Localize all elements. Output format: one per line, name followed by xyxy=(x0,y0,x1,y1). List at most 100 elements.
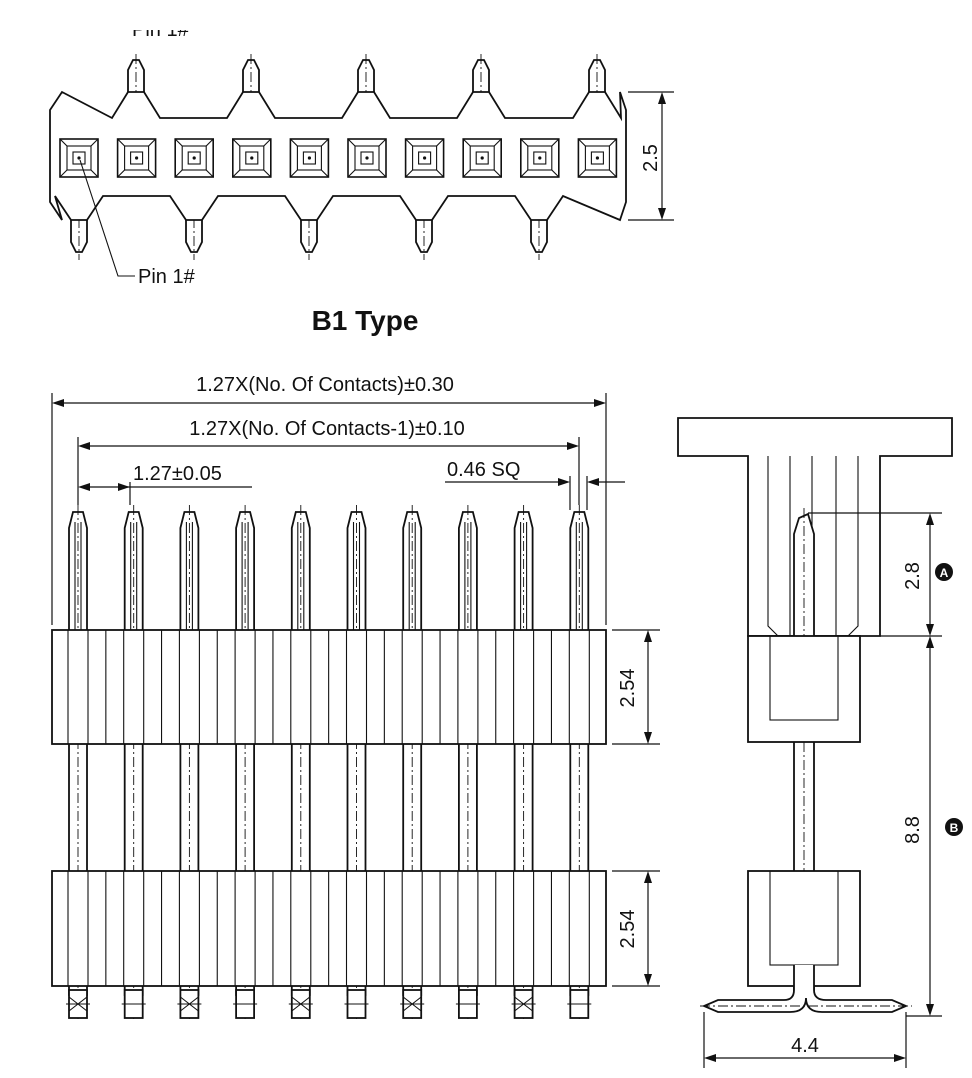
pad-center-dot xyxy=(135,156,139,160)
pad-bevel xyxy=(232,169,241,178)
pad-inner xyxy=(296,145,322,171)
contact-pad xyxy=(462,138,503,178)
pad-inner xyxy=(527,145,553,171)
height-dimension: 2.5 xyxy=(628,91,674,221)
pad-center-dot xyxy=(77,156,81,160)
side-upper-block xyxy=(747,635,861,743)
badge-b-letter: B xyxy=(950,821,959,835)
dim-a-value: 2.8 xyxy=(902,562,924,590)
pad-bevel xyxy=(493,169,502,178)
pad-inner xyxy=(354,145,380,171)
contact-pad xyxy=(577,138,618,178)
pad-bevel xyxy=(148,169,156,178)
pad-bevel xyxy=(59,138,68,147)
contact-pad xyxy=(59,138,99,178)
pad-bevel xyxy=(263,169,272,178)
lower-housing-dimension: 2.54 xyxy=(612,870,660,987)
pad-bevel xyxy=(578,138,586,147)
pad-bevel xyxy=(378,169,387,178)
pad-bevel xyxy=(347,169,356,178)
pad-bevel xyxy=(205,169,214,178)
pad-bevel xyxy=(117,138,125,147)
pad-bevel xyxy=(551,169,560,178)
pad-core xyxy=(245,151,259,165)
dim-a: 2.8 A xyxy=(808,512,953,637)
pad-inner xyxy=(181,145,207,171)
pad-center-dot xyxy=(250,156,254,160)
pad-bevel xyxy=(405,169,413,178)
overall-dimension: 1.27X(No. Of Contacts)±0.30 xyxy=(51,374,607,625)
contact-pad xyxy=(116,138,157,178)
pad-center-dot xyxy=(595,156,600,160)
pad-core xyxy=(533,151,547,165)
badge-a xyxy=(935,563,953,581)
front-housings xyxy=(51,629,607,987)
dim-b: 8.8 B xyxy=(902,636,963,1017)
pad-bevel xyxy=(117,169,125,178)
pad-inner xyxy=(239,145,265,171)
pad-bevel xyxy=(520,169,529,178)
badge-b xyxy=(945,818,963,836)
pad-bevel xyxy=(205,138,214,147)
pad-bevel xyxy=(263,138,272,147)
pad-inner xyxy=(66,145,92,171)
pad-bevel xyxy=(290,138,298,147)
pad-bevel xyxy=(321,138,329,147)
width-value: 4.4 xyxy=(791,1035,819,1057)
pad-bevel xyxy=(493,138,502,147)
pad-bevel xyxy=(609,138,617,147)
pad-center-dot xyxy=(192,156,196,160)
contact-pad xyxy=(404,138,445,178)
pin-size-dimension: 0.46 SQ xyxy=(445,459,625,510)
pad-inner xyxy=(124,145,150,171)
pad-bevel xyxy=(551,138,560,147)
housing-outline xyxy=(49,90,627,222)
contact-pad xyxy=(174,138,214,178)
pad-bevel xyxy=(405,138,413,147)
pad-core xyxy=(130,151,144,165)
pad-bevel xyxy=(59,169,68,178)
pin1-leader xyxy=(79,159,135,277)
pad-inner xyxy=(469,145,495,171)
pin1-label: Pin 1# xyxy=(138,266,196,288)
pad-bevel xyxy=(462,138,471,147)
pad-inner xyxy=(412,145,438,171)
pad-inner xyxy=(584,145,610,171)
contact-pad xyxy=(519,138,560,178)
centers-value: 1.27X(No. Of Contacts-1)±0.10 xyxy=(189,418,465,440)
pad-bevel xyxy=(347,138,356,147)
width-dimension: 4.4 xyxy=(703,1012,907,1068)
side-view: 2.8 A 8.8 B 4.4 xyxy=(677,417,963,1068)
top-view: Pin 1# Pin 1# 2.5 xyxy=(49,0,674,288)
overall-value: 1.27X(No. Of Contacts)±0.30 xyxy=(196,374,454,396)
pad-bevel xyxy=(90,138,99,147)
pad-bevel xyxy=(174,138,183,147)
centers-dimension: 1.27X(No. Of Contacts-1)±0.10 xyxy=(77,418,580,505)
pad-bevel xyxy=(578,169,586,178)
pad-core xyxy=(418,151,432,165)
pad-center-dot xyxy=(480,156,484,160)
pad-bevel xyxy=(378,138,387,147)
pad-bevel xyxy=(148,138,156,147)
pad-bevel xyxy=(232,138,241,147)
side-cap xyxy=(677,417,953,637)
pad-bevel xyxy=(321,169,329,178)
pad-core xyxy=(302,151,316,165)
upper-housing-dimension: 2.54 xyxy=(612,629,660,745)
pad-core xyxy=(475,151,489,165)
contact-pad xyxy=(232,138,272,178)
pitch-value: 1.27±0.05 xyxy=(133,463,222,485)
pad-core xyxy=(590,151,604,165)
pad-core xyxy=(187,151,201,165)
pad-bevel xyxy=(609,169,617,178)
smt-legs xyxy=(701,965,909,1013)
upper-housing-value: 2.54 xyxy=(617,669,639,708)
badge-a-letter: A xyxy=(940,566,949,580)
pad-center-dot xyxy=(365,156,369,160)
pitch-dimension: 1.27±0.05 xyxy=(78,463,252,505)
pin-tails xyxy=(66,989,592,1019)
pad-bevel xyxy=(90,169,99,178)
pad-center-dot xyxy=(538,156,542,160)
contact-pads xyxy=(59,138,618,178)
